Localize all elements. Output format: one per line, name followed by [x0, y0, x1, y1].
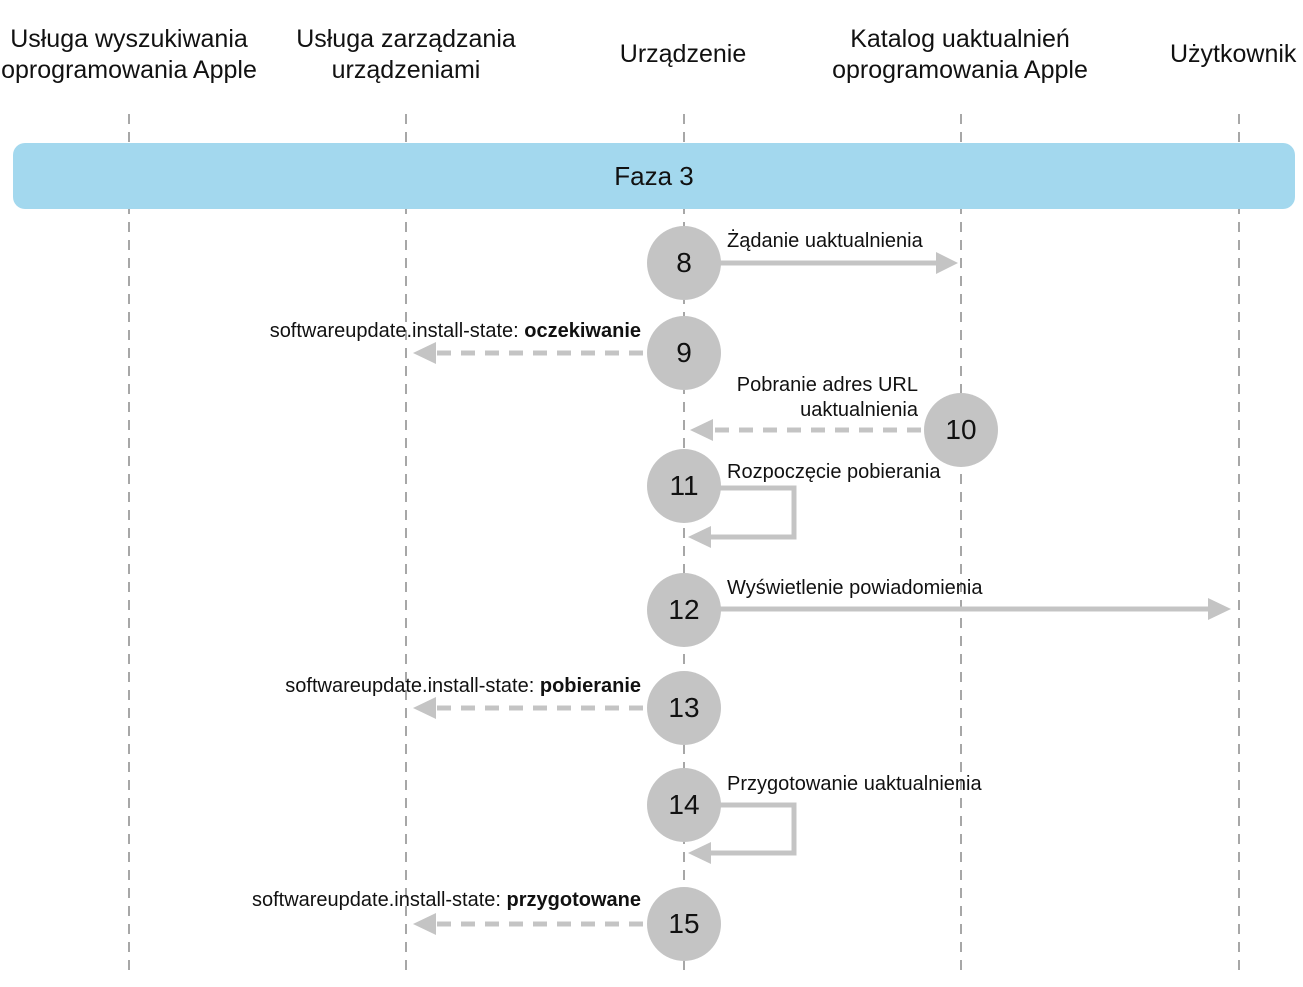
install-state-prefix: softwareupdate.install-state:: [251, 889, 507, 911]
arrowhead-step-9: [413, 342, 436, 364]
install-state-prefix: softwareupdate.install-state:: [285, 675, 540, 697]
step-label-14: Przygotowanie uaktualnienia: [727, 773, 982, 795]
arrowhead-step-10: [690, 419, 713, 441]
step-node-14: 14: [647, 768, 721, 842]
column-user: Użytkownik: [1170, 40, 1297, 68]
arrowhead-step-15: [413, 913, 436, 935]
step-node-12: 12: [647, 573, 721, 647]
arrow-step-14: [710, 802, 797, 856]
step-label-10: Pobranie adres URL uaktualnienia: [737, 373, 918, 423]
column-device: Urządzenie: [619, 40, 747, 68]
arrowhead-step-12: [1208, 598, 1231, 620]
column-search-service: Usługa wyszukiwania oprogramowania Apple: [1, 25, 257, 84]
step-label-9: softwareupdate.install-state: oczekiwani…: [270, 319, 641, 344]
step-label-12: Wyświetlenie powiadomienia: [727, 577, 983, 599]
step-node-9: 9: [647, 316, 721, 390]
step-node-10: 10: [924, 393, 998, 467]
arrow-step-11: [710, 485, 797, 540]
install-state-value: przygotowane: [506, 889, 641, 911]
install-state-prefix: softwareupdate.install-state:: [269, 320, 525, 342]
step-label-15: softwareupdate.install-state: przygotowa…: [252, 888, 641, 913]
step-label-10-line1: Pobranie adres URL: [736, 374, 918, 396]
step-label-13: softwareupdate.install-state: pobieranie: [285, 674, 641, 699]
step-node-11: 11: [647, 449, 721, 523]
column-management-service: Usługa zarządzania urządzeniami: [296, 25, 516, 84]
step-label-11: Rozpoczęcie pobierania: [727, 461, 941, 483]
phase-label: Faza 3: [614, 160, 694, 191]
step-node-8: 8: [647, 226, 721, 300]
install-state-value: oczekiwanie: [524, 320, 641, 342]
step-node-13: 13: [647, 671, 721, 745]
arrowhead-step-14: [688, 842, 711, 864]
phase-band: Faza 3: [13, 143, 1295, 209]
install-state-value: pobieranie: [539, 675, 641, 697]
arrowhead-step-11: [688, 526, 711, 548]
arrowhead-step-8: [936, 252, 958, 274]
step-label-10-line2: uaktualnienia: [800, 399, 918, 421]
step-node-15: 15: [647, 887, 721, 961]
column-catalog: Katalog uaktualnień oprogramowania Apple: [832, 25, 1088, 84]
step-label-8: Żądanie uaktualnienia: [727, 230, 923, 252]
arrowhead-step-13: [413, 697, 436, 719]
